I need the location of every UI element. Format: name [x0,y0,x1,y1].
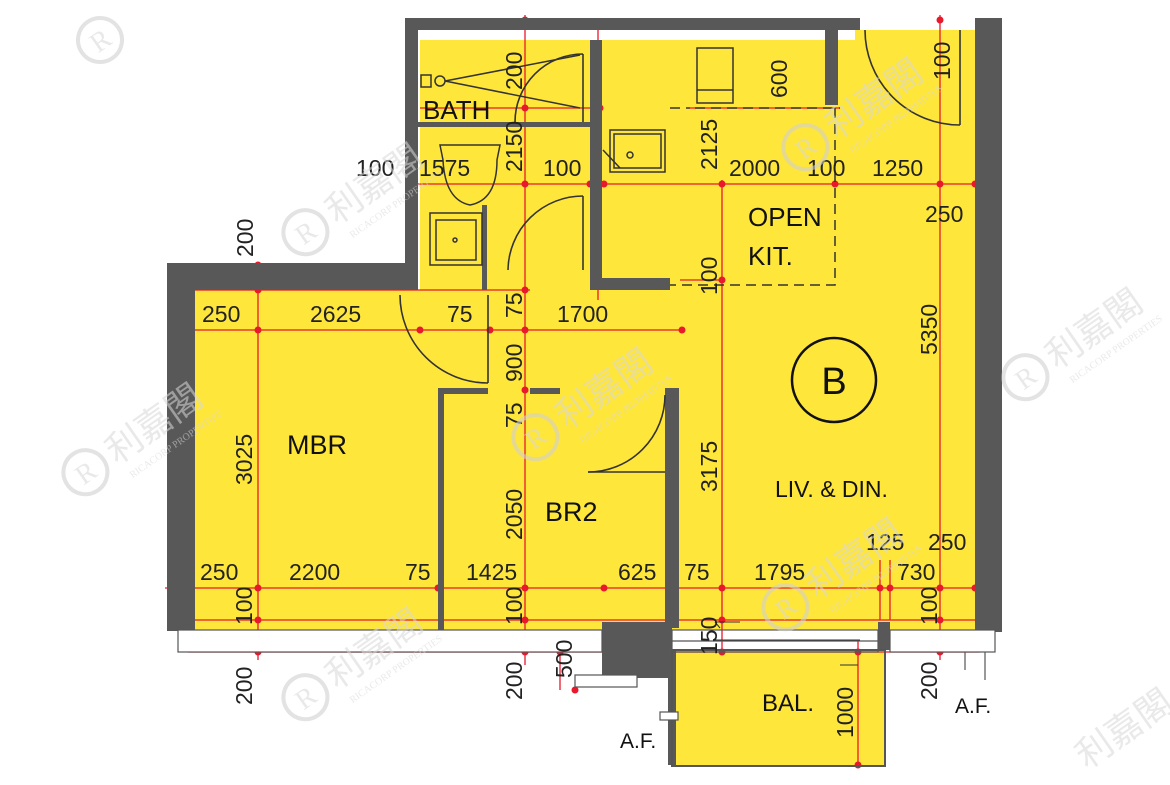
dim-text: 200 [231,667,257,705]
svg-text:R: R [1010,360,1043,396]
dim-text: 200 [501,52,527,90]
dim-text: 3025 [231,434,257,485]
dim-text: 100 [929,42,955,80]
dim-text: 500 [551,640,577,678]
room-labels: BATH OPEN KIT. MBR BR2 LIV. & DIN. BAL. … [287,95,991,753]
room-label-bal: BAL. [762,690,814,717]
shower-head-icon [420,74,432,88]
dim-text: 75 [447,301,473,327]
dim-text: 75 [501,292,527,318]
watermark: R [76,16,124,64]
dim-text: 730 [897,559,935,585]
dim-text: 200 [501,662,527,700]
dim-text: 2150 [501,121,527,172]
dim-text: 100 [231,587,257,625]
doors [399,29,961,666]
dimension-texts-vertical: 200 2150 600 100 2125 200 250 5350 100 7… [231,42,963,738]
dim-text: 150 [696,617,722,655]
svg-text:R: R [84,23,117,59]
dim-text: 200 [916,662,942,700]
dim-text: 5350 [916,304,942,355]
svg-text:利嘉閣: 利嘉閣 [1069,682,1170,777]
dim-text: 200 [232,219,258,257]
dim-text: 1795 [754,559,805,585]
dim-text: 75 [405,559,431,585]
dim-text: 75 [501,402,527,428]
dim-text: 100 [543,155,581,181]
dim-text: 600 [766,60,792,98]
kitchen-sink-icon [609,129,666,173]
dim-text: 625 [618,559,656,585]
room-label-bath: BATH [423,95,490,125]
watermark: R 利嘉閣 RICACORP PROPERTIES [281,137,445,257]
unit-label: B [821,361,846,403]
dim-text: 100 [501,587,527,625]
dim-text: 2050 [501,489,527,540]
watermark: R 利嘉閣 RICACORP PROPERTIES [1001,282,1165,402]
dim-text: 100 [356,155,394,181]
dim-text: 2000 [729,155,780,181]
room-label-kit: KIT. [748,241,793,271]
dim-text: 250 [928,529,966,555]
water-heater-icon [696,47,734,104]
room-label-br2: BR2 [545,497,598,527]
dim-text: 2200 [289,559,340,585]
dim-text: 2625 [310,301,361,327]
dim-text: 1000 [832,687,858,738]
room-label-liv-din: LIV. & DIN. [775,476,888,502]
dim-text: 1425 [466,559,517,585]
af-label: A.F. [620,730,656,753]
svg-text:R: R [290,680,323,716]
dimension-texts-horizontal: 100 1575 100 2000 100 1250 250 2625 75 1… [200,155,966,585]
window-sills [177,629,996,767]
dim-text: 125 [866,529,904,555]
room-label-mbr: MBR [287,430,347,460]
balcony-floor [672,650,885,766]
dim-text: 100 [916,587,942,625]
dim-text: 1250 [872,155,923,181]
dim-text: 1700 [557,301,608,327]
walls [167,18,1002,765]
dim-text: 250 [202,301,240,327]
dim-text: 2125 [696,119,722,170]
af-label: A.F. [955,695,991,718]
watermark: 利嘉閣 [1069,682,1170,777]
room-label-open: OPEN [748,202,822,232]
toilet-icon [439,144,501,206]
dim-text: 250 [200,559,238,585]
fixtures [420,47,840,286]
unit-circle [790,336,878,424]
dim-text: 1575 [419,155,470,181]
dim-text: 75 [684,559,710,585]
svg-text:R: R [290,215,323,251]
dim-text: 250 [925,201,963,227]
dim-text: 100 [696,257,722,295]
dim-text: 3175 [696,441,722,492]
dim-text: 900 [501,344,527,382]
svg-text:R: R [70,455,103,491]
basin-icon [429,212,483,266]
